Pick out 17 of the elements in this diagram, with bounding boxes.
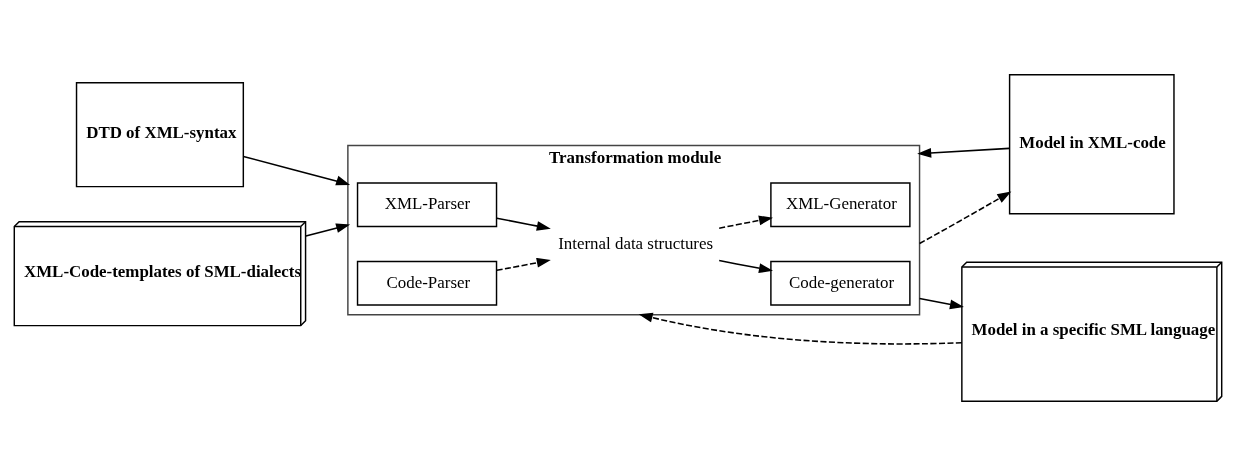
- node-text: Internal data structures: [558, 234, 714, 254]
- arrow: [496, 217, 551, 231]
- node-box: Code-Parser: [356, 260, 498, 306]
- node-box: Model in XML-code: [1008, 74, 1175, 215]
- arrow: [718, 215, 773, 229]
- node-box: XML-Generator: [770, 182, 911, 228]
- arrow: [918, 191, 1012, 245]
- arrow: [638, 312, 963, 345]
- arrow: [918, 297, 964, 310]
- arrow: [496, 257, 551, 272]
- arrow: [718, 259, 773, 273]
- arrow: [917, 147, 1011, 158]
- node-box: DTD of XML-syntax: [75, 81, 245, 188]
- arrow: [242, 155, 351, 186]
- arrow: [305, 223, 351, 237]
- node-box: Code-generator: [770, 260, 911, 306]
- node-box: XML-Parser: [356, 182, 498, 228]
